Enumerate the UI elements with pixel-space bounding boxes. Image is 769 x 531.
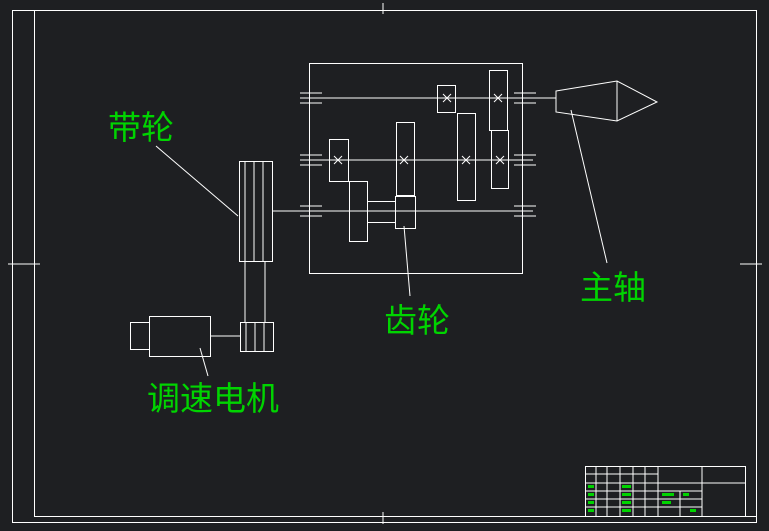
belt-pulley: [239, 161, 274, 352]
gearbox-housing: [309, 63, 523, 274]
title-block: [585, 466, 746, 517]
leader-motor: [199, 347, 209, 377]
bearings: [300, 92, 536, 217]
motor: [130, 316, 241, 357]
label-belt-pulley: 带轮: [108, 108, 174, 147]
leader-gear: [403, 225, 411, 297]
label-motor: 调速电机: [147, 379, 279, 418]
gears: [329, 70, 509, 242]
spindle-head: [555, 80, 659, 122]
label-spindle: 主轴: [580, 268, 646, 307]
leader-pulley: [155, 145, 239, 217]
inner-border: [34, 10, 757, 517]
title-block-marks: [588, 485, 696, 512]
label-gear: 齿轮: [384, 301, 450, 340]
leader-spindle: [570, 109, 608, 264]
outer-border: [12, 10, 757, 523]
